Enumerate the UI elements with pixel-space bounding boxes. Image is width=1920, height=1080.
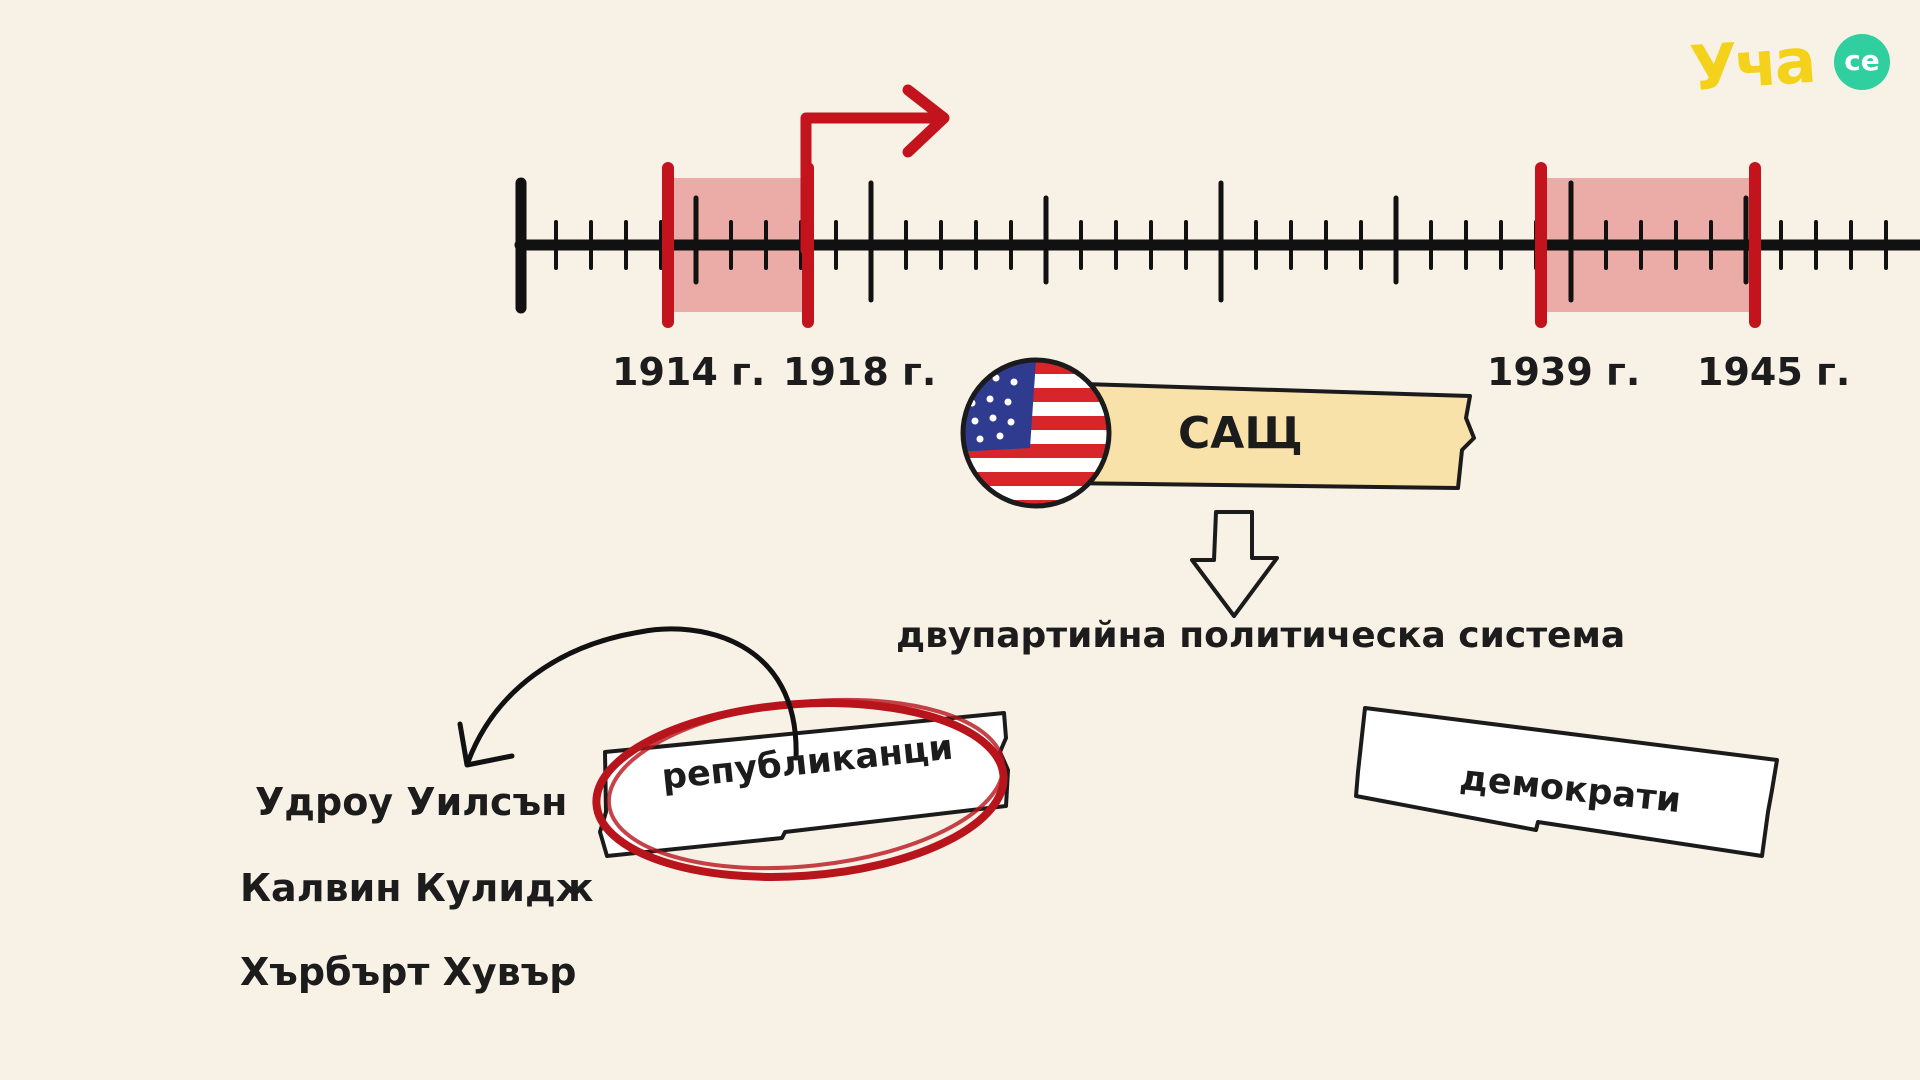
year-label-1918: 1918 г.	[783, 350, 937, 394]
country-label: САЩ	[1178, 408, 1303, 459]
brand-logo: Уча се	[1688, 24, 1890, 108]
republicans-card	[598, 711, 1010, 858]
logo-badge-icon: се	[1834, 34, 1890, 90]
timeline-ticks	[554, 180, 1888, 303]
logo-badge-text: се	[1844, 44, 1880, 77]
year-label-1939: 1939 г.	[1487, 350, 1641, 394]
bent-arrow-icon	[800, 84, 950, 256]
president-name: Хърбърт Хувър	[240, 950, 577, 994]
year-label-1914: 1914 г.	[612, 350, 766, 394]
usa-flag-ball-icon	[960, 357, 1112, 509]
year-label-1945: 1945 г.	[1697, 350, 1851, 394]
president-name: Калвин Кулидж	[240, 866, 594, 910]
country-banner	[1048, 381, 1476, 490]
political-system-label: двупартийна политическа система	[896, 615, 1626, 656]
republicans-circle	[592, 697, 1008, 881]
logo-text: Уча	[1687, 23, 1816, 106]
president-name: Удроу Уилсън	[255, 780, 568, 824]
curved-arrow-icon	[457, 626, 799, 768]
democrats-card	[1354, 706, 1779, 858]
down-arrow-icon	[1190, 510, 1279, 618]
